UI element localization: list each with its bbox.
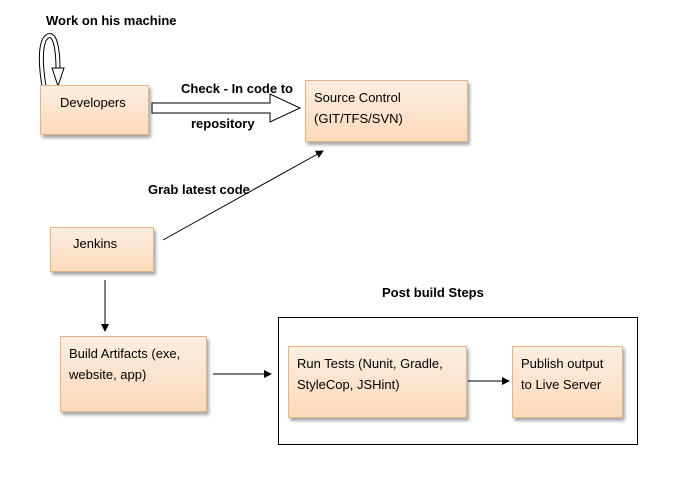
run-tests-box: Run Tests (Nunit, Gradle, StyleCop, JSHi…: [288, 346, 467, 418]
build-artifacts-text-line1: Build Artifacts (exe,: [69, 346, 181, 361]
publish-output-text-line2: to Live Server: [521, 377, 602, 392]
publish-output-text-line1: Publish output: [521, 356, 604, 371]
post-build-steps-label: Post build Steps: [382, 285, 484, 300]
source-control-text-line1: Source Control: [314, 90, 401, 105]
publish-output-box: Publish output to Live Server: [512, 346, 623, 418]
check-in-label-line2: repository: [191, 116, 255, 131]
work-on-machine-label: Work on his machine: [46, 13, 177, 28]
grab-latest-label: Grab latest code: [148, 182, 250, 197]
developers-text: Developers: [60, 95, 126, 110]
grab-latest-arrow: [162, 150, 324, 241]
check-in-label-line1: Check - In code to: [181, 81, 293, 96]
post-build-steps-frame: [278, 317, 638, 445]
self-loop-arrow: [38, 33, 65, 88]
developers-box: Developers: [40, 85, 149, 135]
build-artifacts-box: Build Artifacts (exe, website, app): [60, 336, 207, 412]
build-artifacts-text-line2: website, app): [69, 367, 147, 382]
jenkins-box: Jenkins: [50, 227, 154, 272]
jenkins-text: Jenkins: [73, 236, 118, 251]
run-tests-text-line1: Run Tests (Nunit, Gradle,: [297, 356, 443, 371]
run-tests-text-line2: StyleCop, JSHint): [297, 377, 400, 392]
source-control-text-line2: (GIT/TFS/SVN): [314, 111, 403, 126]
check-in-arrow: [151, 93, 302, 123]
source-control-box: Source Control (GIT/TFS/SVN): [305, 80, 468, 142]
